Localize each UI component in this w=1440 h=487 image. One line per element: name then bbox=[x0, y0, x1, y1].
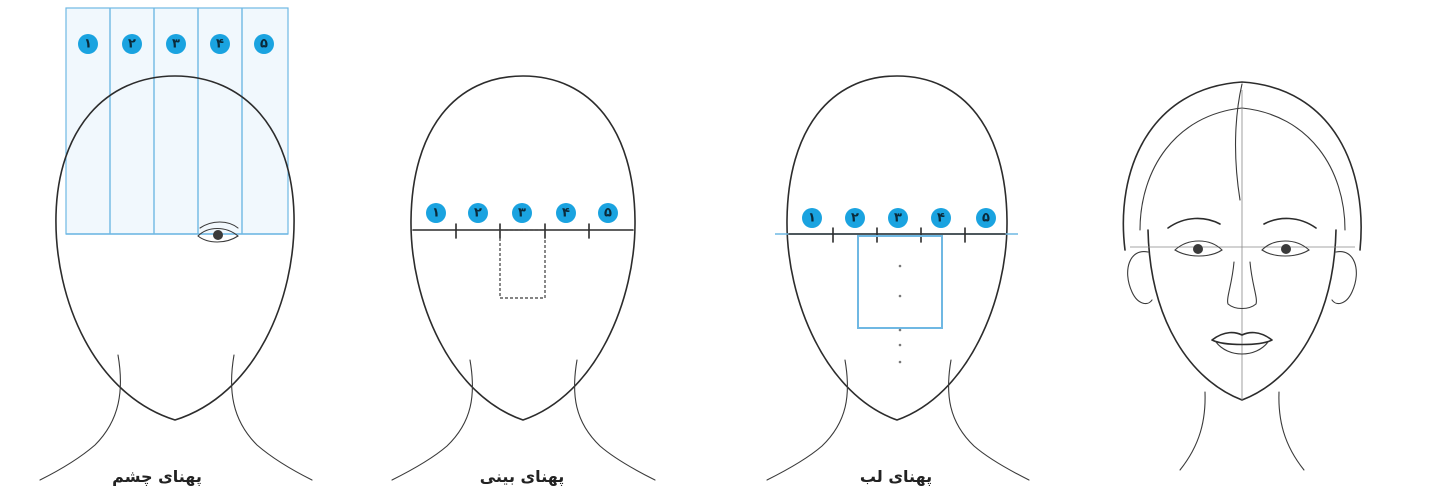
panel-eye-width: ۱ ۲ ۳ ۴ ۵ bbox=[40, 8, 312, 480]
left-ear bbox=[1128, 252, 1152, 304]
svg-text:۱: ۱ bbox=[432, 206, 440, 221]
svg-text:۳: ۳ bbox=[518, 206, 526, 221]
right-eyebrow bbox=[1264, 218, 1316, 228]
badge-4: ۴ bbox=[931, 208, 951, 228]
nose-badges: ۱ ۲ ۳ ۴ ۵ bbox=[426, 203, 618, 223]
neck-left bbox=[767, 360, 847, 480]
svg-text:۲: ۲ bbox=[128, 37, 136, 52]
badge-3: ۳ bbox=[166, 34, 186, 54]
head-outline bbox=[787, 76, 1007, 420]
neck-right bbox=[575, 360, 655, 480]
badge-3: ۳ bbox=[512, 203, 532, 223]
lip-box bbox=[858, 236, 942, 328]
head-outline bbox=[411, 76, 635, 420]
badge-1: ۱ bbox=[78, 34, 98, 54]
svg-text:۲: ۲ bbox=[474, 206, 482, 221]
badge-4: ۴ bbox=[556, 203, 576, 223]
badge-5: ۵ bbox=[976, 208, 996, 228]
caption-nose-width: پهنای بینی bbox=[442, 467, 602, 487]
neck-left bbox=[392, 360, 472, 480]
svg-text:۱: ۱ bbox=[808, 211, 816, 226]
right-eye bbox=[1262, 241, 1309, 256]
caption-eye-width: پهنای چشم bbox=[77, 467, 237, 487]
neck-left bbox=[1180, 392, 1205, 470]
lip-badges: ۱ ۲ ۳ ۴ ۵ bbox=[802, 208, 996, 228]
svg-text:۳: ۳ bbox=[894, 211, 902, 226]
panel-nose-width: ۱ ۲ ۳ ۴ ۵ bbox=[392, 76, 655, 480]
neck-right bbox=[1279, 392, 1304, 470]
svg-text:۵: ۵ bbox=[982, 211, 990, 226]
svg-text:۴: ۴ bbox=[562, 206, 570, 221]
svg-text:۵: ۵ bbox=[260, 37, 268, 52]
right-ear bbox=[1332, 252, 1356, 304]
panel-lip-width: ۱ ۲ ۳ ۴ ۵ bbox=[767, 76, 1029, 480]
svg-text:۴: ۴ bbox=[937, 211, 945, 226]
badge-5: ۵ bbox=[254, 34, 274, 54]
svg-text:۱: ۱ bbox=[84, 37, 92, 52]
badge-3: ۳ bbox=[888, 208, 908, 228]
neck-right bbox=[949, 360, 1029, 480]
badge-2: ۲ bbox=[845, 208, 865, 228]
svg-text:۲: ۲ bbox=[851, 211, 859, 226]
caption-lip-width: پهنای لب bbox=[816, 467, 976, 487]
nose-measure-line bbox=[413, 224, 633, 238]
hair-part bbox=[1236, 84, 1242, 200]
panel-finished-face bbox=[1123, 82, 1361, 470]
left-eyebrow bbox=[1168, 218, 1220, 228]
badge-2: ۲ bbox=[122, 34, 142, 54]
left-eye bbox=[1175, 241, 1222, 256]
hair-inner bbox=[1140, 108, 1345, 230]
badge-2: ۲ bbox=[468, 203, 488, 223]
badge-5: ۵ bbox=[598, 203, 618, 223]
svg-text:۴: ۴ bbox=[216, 37, 224, 52]
nose-box bbox=[500, 230, 545, 298]
svg-text:۵: ۵ bbox=[604, 206, 612, 221]
center-dots bbox=[899, 265, 902, 364]
svg-text:۳: ۳ bbox=[172, 37, 180, 52]
badge-4: ۴ bbox=[210, 34, 230, 54]
badge-1: ۱ bbox=[426, 203, 446, 223]
badge-1: ۱ bbox=[802, 208, 822, 228]
